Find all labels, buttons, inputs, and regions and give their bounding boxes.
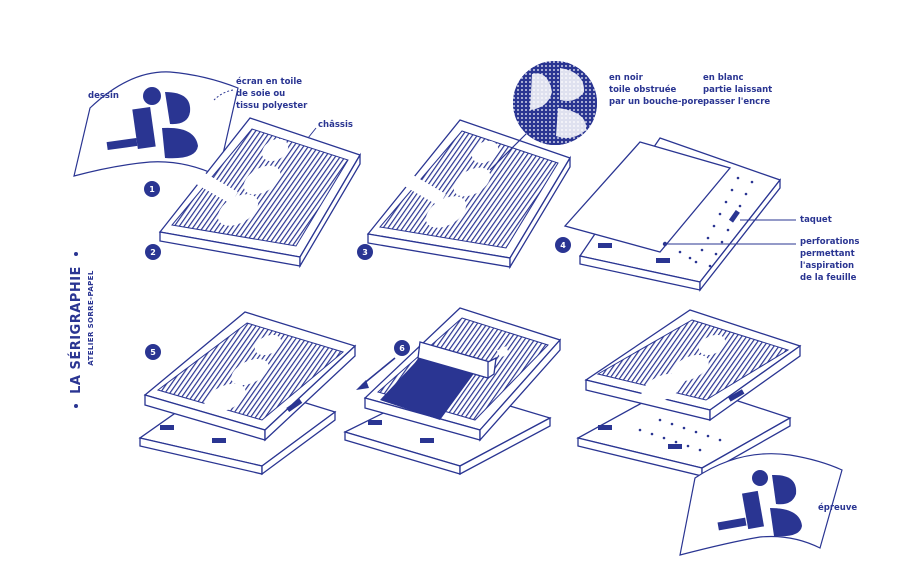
drawing-sheet [73, 71, 239, 177]
label-perforations: perforations permettant l'aspiration de … [800, 237, 859, 283]
step-badge-5: 5 [145, 344, 161, 360]
svg-text:3: 3 [362, 248, 368, 257]
label-epreuve: épreuve [818, 502, 857, 513]
svg-text:partie laissant: partie laissant [703, 85, 772, 95]
title-dot-right [74, 252, 78, 256]
svg-text:4: 4 [560, 241, 566, 250]
frame-step-7 [576, 309, 802, 478]
step-badge-2: 2 [145, 244, 161, 260]
frame-step-5 [138, 311, 357, 476]
arrow-head-icon [356, 380, 369, 390]
svg-text:de soie ou: de soie ou [236, 89, 285, 99]
svg-text:en blanc: en blanc [703, 73, 744, 83]
ecran-pointer [213, 89, 234, 101]
squeegee-arrow [361, 357, 396, 386]
svg-text:perforations: perforations [800, 237, 859, 247]
svg-text:2: 2 [150, 248, 156, 257]
label-chassis: châssis [318, 120, 353, 130]
svg-text:1: 1 [149, 185, 155, 194]
svg-text:5: 5 [150, 348, 156, 357]
frame-step-6 [343, 307, 562, 476]
step-badge-1: 1 [144, 181, 160, 197]
svg-text:en noir: en noir [609, 73, 644, 83]
page-title: LA SÉRIGRAPHIE [68, 266, 84, 394]
svg-text:6: 6 [399, 344, 405, 353]
step-badge-3: 3 [357, 244, 373, 260]
vacuum-table-step-4 [563, 137, 782, 292]
svg-text:tissu polyester: tissu polyester [236, 101, 308, 111]
frame-step-2 [158, 117, 361, 269]
svg-text:permettant: permettant [800, 249, 855, 259]
label-en-blanc: en blanc partie laissant passer l'encre [703, 73, 772, 107]
step-badge-4: 4 [555, 237, 571, 253]
frame-step-3 [366, 119, 571, 270]
page-subtitle: ATELIER SORRE-PAPEL [87, 270, 95, 366]
label-dessin: dessin [88, 91, 119, 101]
svg-text:passer l'encre: passer l'encre [703, 97, 770, 107]
svg-text:toile obstruée: toile obstruée [609, 84, 677, 95]
step-badge-6: 6 [394, 340, 410, 356]
svg-text:de la feuille: de la feuille [800, 273, 857, 283]
label-taquet: taquet [800, 215, 832, 225]
title-dot-left [74, 404, 78, 408]
label-en-noir: en noir toile obstruée par un bouche-por… [609, 73, 704, 107]
print-sheet [679, 453, 843, 556]
svg-text:par un bouche-pore: par un bouche-pore [609, 97, 704, 107]
svg-text:l'aspiration: l'aspiration [800, 261, 854, 271]
magnifier [513, 61, 597, 145]
svg-text:écran en toile: écran en toile [236, 76, 302, 87]
label-ecran: écran en toile de soie ou tissu polyeste… [236, 76, 308, 111]
